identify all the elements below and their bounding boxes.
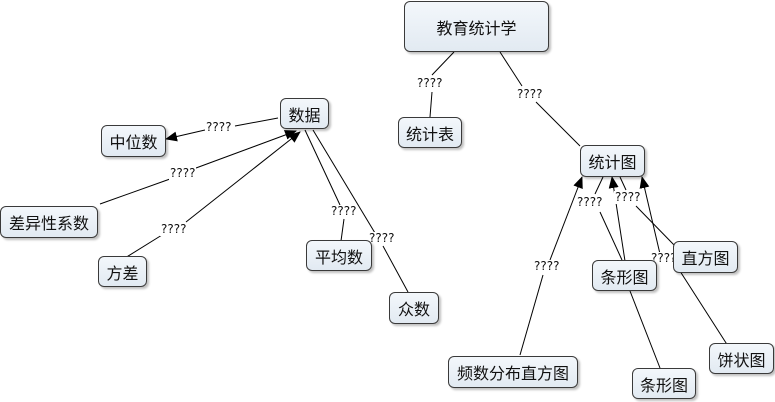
link-freq-chart (519, 274, 544, 356)
link-label-data-mean: ???? (330, 204, 358, 218)
link-data-mode (312, 129, 376, 234)
link-pie-chart-2 (639, 176, 661, 255)
link-root-table-2 (429, 91, 433, 118)
link-diffcoef-data (99, 178, 171, 205)
node-variance[interactable]: 方差 (98, 256, 147, 287)
link-label-chart-bar2: ???? (576, 195, 604, 209)
link-root-chart (499, 51, 523, 87)
node-mean[interactable]: 平均数 (306, 240, 372, 271)
node-histogram[interactable]: 直方图 (673, 241, 738, 273)
node-bar2[interactable]: 条形图 (632, 368, 696, 399)
link-root-table (431, 51, 455, 76)
node-median[interactable]: 中位数 (101, 125, 166, 157)
link-chart-bar2-2 (599, 211, 623, 261)
link-label-root-chart: ???? (516, 87, 544, 101)
node-diff-coef[interactable]: 差异性系数 (0, 206, 98, 238)
node-mode[interactable]: 众数 (389, 292, 439, 324)
node-table[interactable]: 统计表 (398, 117, 462, 148)
link-data-median (234, 117, 279, 127)
link-label-data-median: ???? (205, 120, 233, 134)
link-variance-data-2 (185, 131, 301, 223)
link-pie-chart (677, 267, 729, 347)
link-chart-bar2 (594, 176, 604, 195)
node-root[interactable]: 教育统计学 (404, 1, 549, 52)
link-root-chart-2 (535, 101, 581, 147)
link-label-chart-histogram: ???? (614, 190, 642, 204)
link-label-root-table: ???? (416, 76, 444, 90)
node-chart[interactable]: 统计图 (580, 145, 645, 177)
link-data-mean (304, 129, 341, 206)
link-label-pie-chart: ???? (650, 251, 678, 265)
link-label-freq-chart: ???? (533, 259, 561, 273)
link-diffcoef-data-2 (195, 130, 297, 169)
link-variance-data (124, 234, 163, 259)
node-pie[interactable]: 饼状图 (709, 343, 774, 374)
link-chart-bar2-3 (629, 290, 661, 369)
link-label-diffcoef-data: ???? (169, 166, 197, 180)
link-label-variance-data: ???? (160, 222, 188, 236)
link-label-data-mode: ???? (368, 231, 396, 245)
link-data-mean-2 (340, 218, 345, 242)
node-data[interactable]: 数据 (280, 98, 329, 129)
link-chart-histogram (619, 176, 627, 191)
link-data-mode-2 (382, 245, 409, 293)
link-data-median-2 (165, 129, 206, 142)
link-freq-chart-2 (549, 176, 583, 261)
node-freq-hist[interactable]: 频数分布直方图 (448, 356, 578, 388)
link-chart-histogram-2 (635, 205, 677, 248)
node-bar1[interactable]: 条形图 (592, 260, 657, 291)
